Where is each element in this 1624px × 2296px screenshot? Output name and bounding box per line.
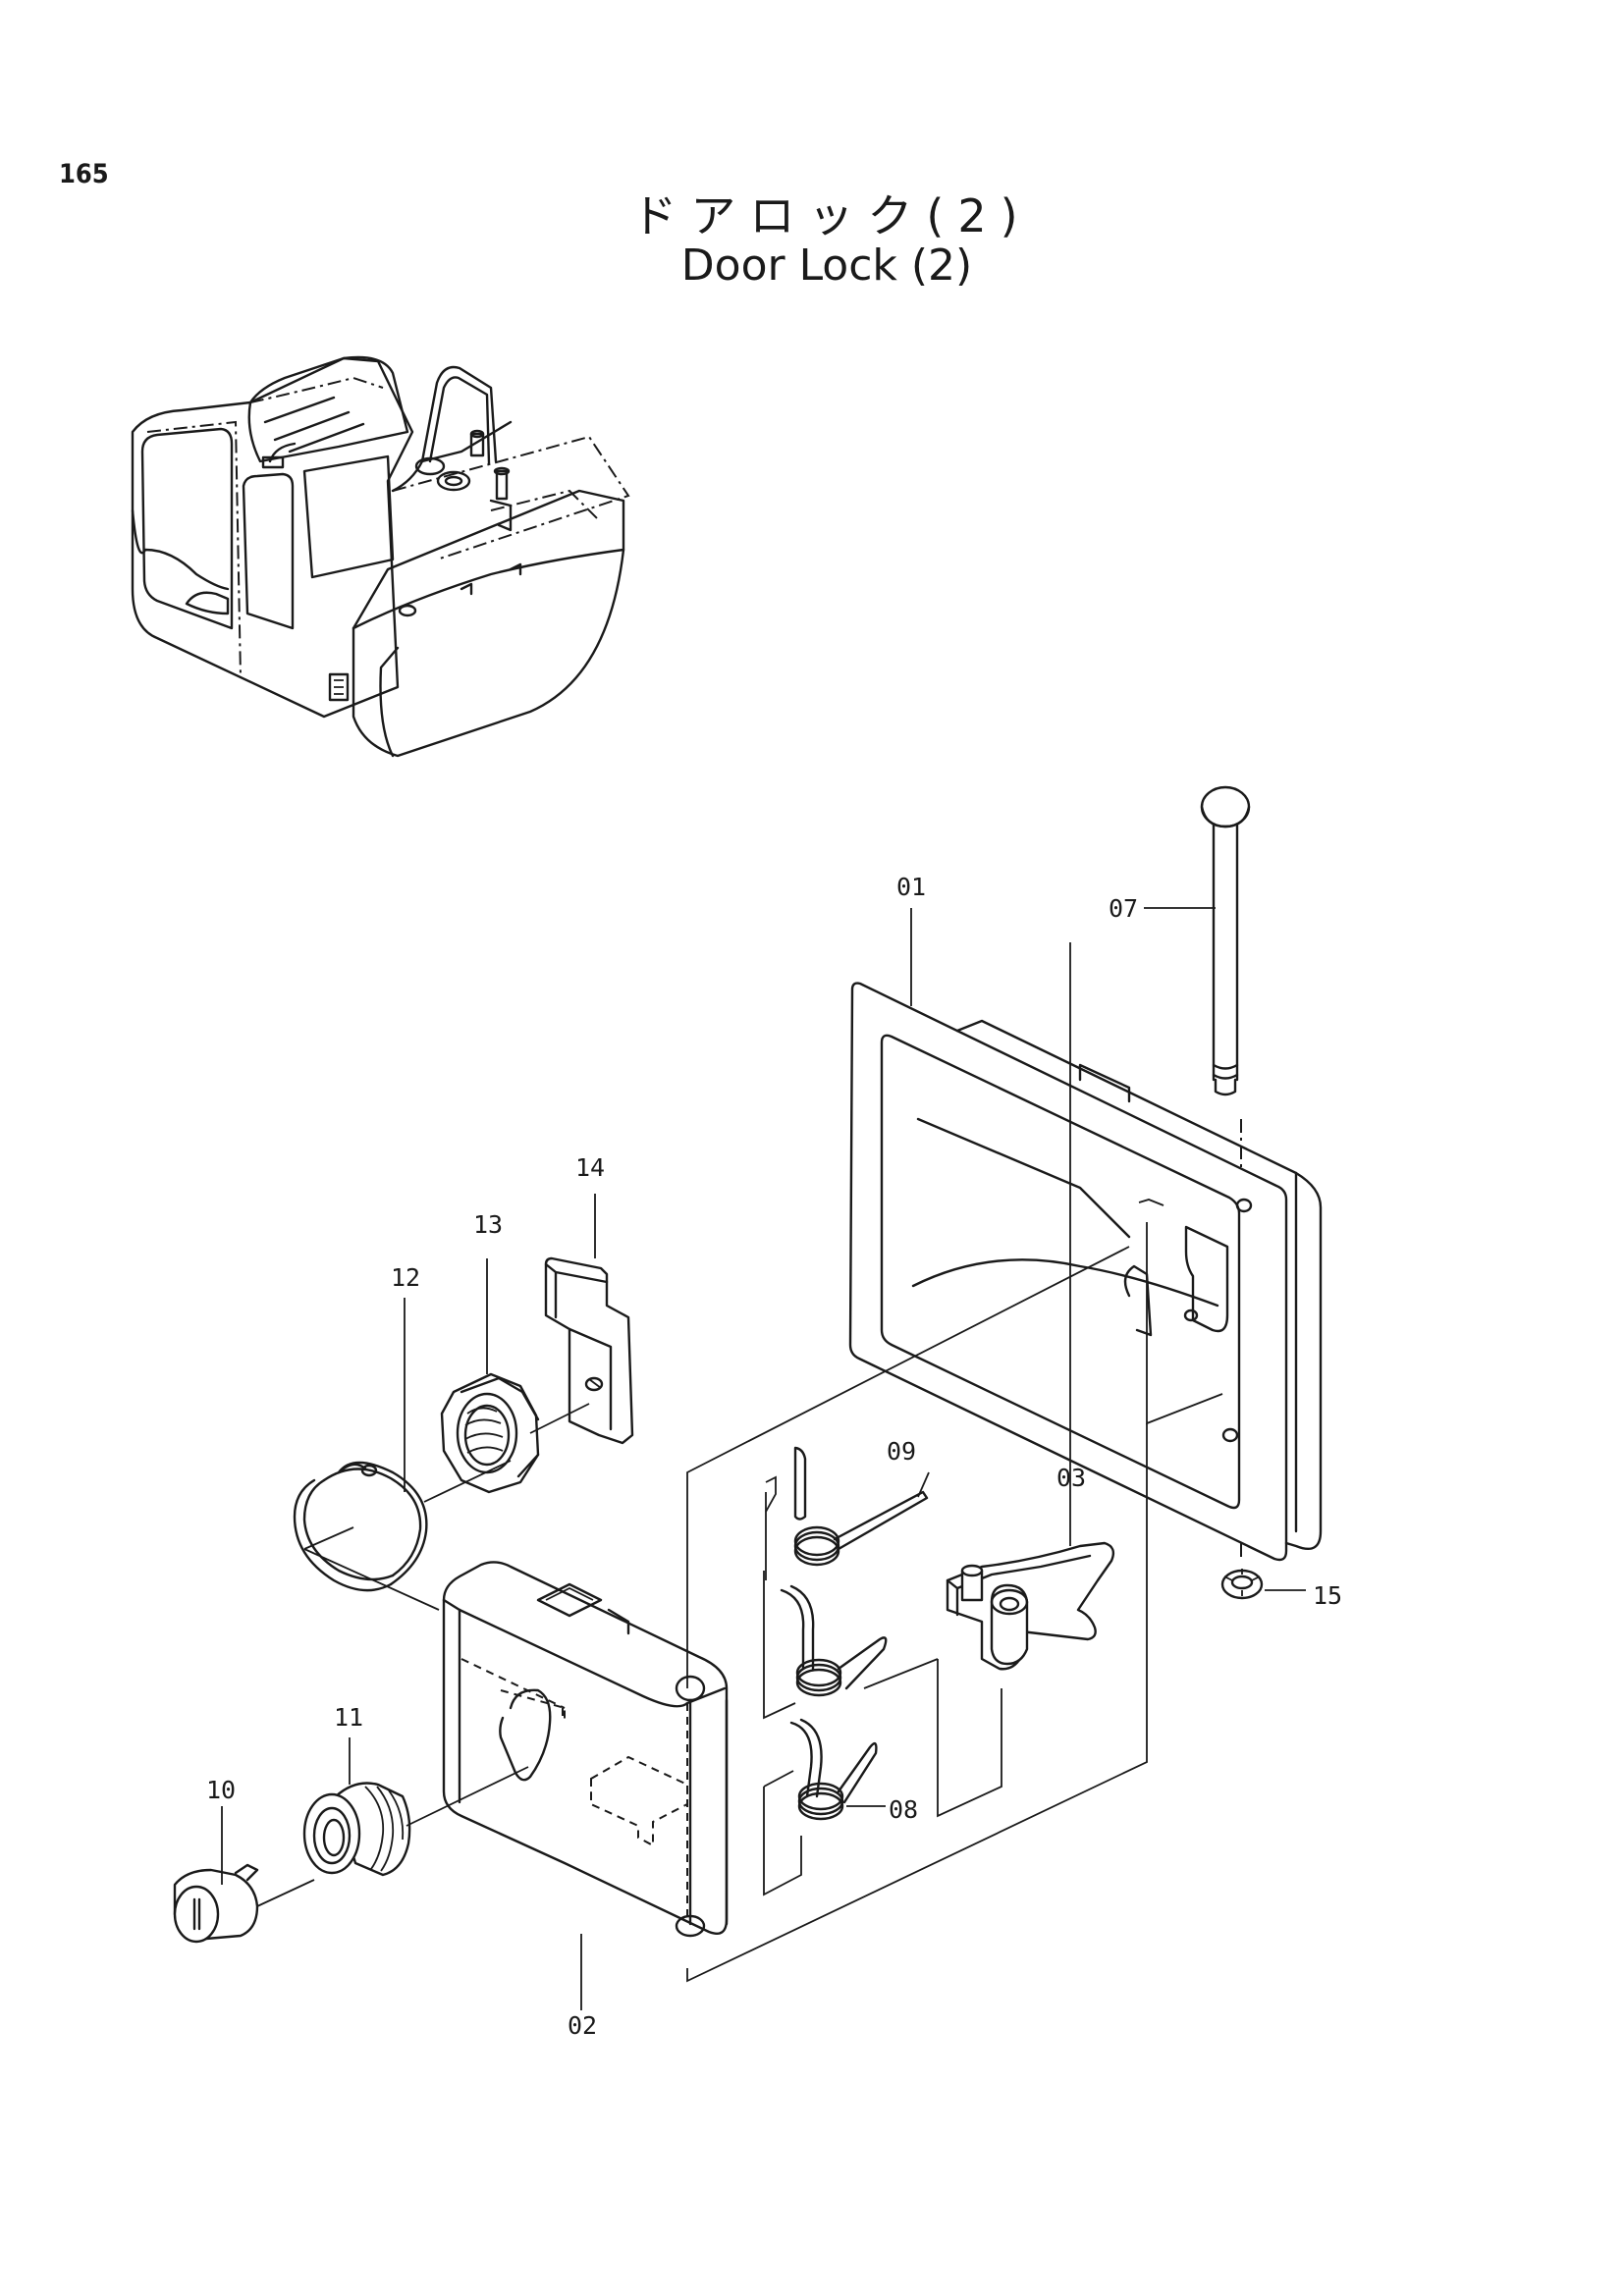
- title-english: Door Lock (2): [680, 240, 973, 291]
- callout-15: 15: [1313, 1581, 1342, 1610]
- callout-14: 14: [575, 1153, 605, 1182]
- part-02-lock-body: [442, 1561, 729, 1938]
- callout-09: 09: [887, 1437, 916, 1466]
- part-11-cylinder: [302, 1782, 411, 1877]
- part-08-spring-lower: [789, 1718, 878, 1821]
- part-03-latch: [946, 1541, 1115, 1671]
- callout-07: 07: [1109, 894, 1138, 923]
- part-08-spring-upper: [780, 1584, 888, 1697]
- callout-10: 10: [206, 1776, 236, 1804]
- callout-labels: 01 07 14 13 12 09 03 15 08 11 10 02: [206, 873, 1342, 2040]
- part-13-nut: [440, 1372, 540, 1494]
- callout-13: 13: [473, 1210, 503, 1239]
- part-01-housing: [848, 982, 1323, 1562]
- part-10-key-cylinder: [173, 1863, 259, 1944]
- assembly-lines: [256, 1222, 1223, 1983]
- part-15-snap-ring: [1220, 1569, 1264, 1600]
- callout-03: 03: [1056, 1464, 1086, 1492]
- part-07-pin: [1200, 785, 1251, 1096]
- part-09-spring: [793, 1446, 929, 1567]
- title-japanese: ドアロック(2): [631, 189, 1032, 242]
- page-number: 165: [59, 159, 109, 189]
- callout-01: 01: [896, 873, 926, 901]
- excavator-overview: [131, 355, 630, 758]
- part-14-lock-plate: [544, 1256, 634, 1445]
- callout-02: 02: [568, 2011, 597, 2040]
- callout-11: 11: [334, 1703, 363, 1732]
- leader-lines: [221, 907, 1306, 2010]
- part-12-retaining-ring: [293, 1461, 428, 1592]
- callout-12: 12: [391, 1263, 420, 1292]
- callout-08: 08: [889, 1795, 918, 1824]
